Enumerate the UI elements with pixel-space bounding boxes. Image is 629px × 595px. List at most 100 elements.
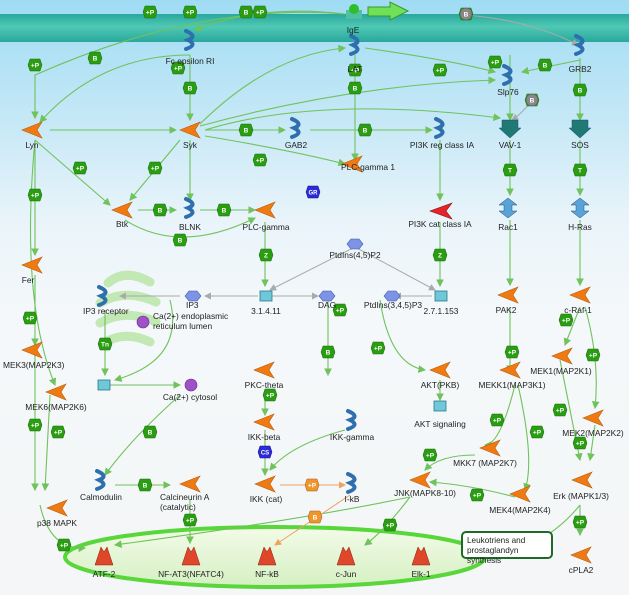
label-cjun: c-Jun (335, 569, 357, 579)
protein-h-ras[interactable] (570, 197, 590, 219)
label-pkc-theta: PKC-theta (244, 380, 284, 390)
svg-text:Z: Z (438, 253, 442, 260)
enzyme-3-1-4-11[interactable] (259, 290, 273, 302)
ca-channel[interactable] (97, 379, 111, 391)
edge-badge-transformation: T (572, 163, 588, 177)
protein-jnk[interactable] (409, 471, 431, 489)
protein-plc-gamma1[interactable] (341, 155, 363, 173)
svg-text:+P: +P (31, 193, 40, 200)
tf-nfkb[interactable] (257, 546, 277, 566)
leukotriene-synthesis-box[interactable]: Leukotriens and prostaglandyn synthesis (461, 531, 553, 565)
protein-pkc-theta[interactable] (253, 361, 275, 379)
protein-akt[interactable] (429, 361, 451, 379)
label-grb2: GRB2 (568, 64, 592, 74)
svg-text:B: B (464, 12, 469, 19)
protein-p38[interactable] (46, 499, 68, 517)
edge-syk-slp76 (199, 76, 497, 127)
tf-nfat3[interactable] (181, 546, 201, 566)
edge-badge-gr: GR (305, 185, 321, 199)
protein-gab2[interactable] (289, 117, 301, 139)
protein-vav1[interactable] (498, 119, 522, 139)
edge-pip2-enz2 (354, 246, 436, 291)
svg-text:+P: +P (186, 10, 195, 17)
protein-mekk1[interactable] (499, 361, 521, 379)
edge-syk-plc1 (204, 135, 347, 167)
label-ikk-beta: IKK-beta (247, 432, 281, 442)
edge-lyn-mek6 (29, 139, 57, 387)
protein-c-raf1[interactable] (569, 286, 591, 304)
metabolite-ca-er[interactable] (136, 315, 150, 329)
protein-calmodulin[interactable] (94, 469, 106, 491)
protein-lat[interactable] (348, 34, 360, 56)
protein-lyn[interactable] (21, 121, 43, 139)
metabolite-ptdins45p2[interactable] (346, 238, 364, 250)
akt-signaling[interactable] (433, 400, 447, 412)
label-lat: LAT (347, 64, 363, 74)
label-pak2: PAK2 (495, 305, 517, 315)
edge-badge-transport: Tn (97, 337, 113, 351)
protein-cpla2[interactable] (570, 546, 592, 564)
label-mkk7: MKK7 (MAP2K7) (453, 458, 517, 468)
svg-text:+P: +P (308, 483, 317, 490)
protein-mek2[interactable] (582, 409, 604, 427)
tf-cjun[interactable] (336, 546, 356, 566)
edge-badge-binding: B (572, 83, 588, 97)
edge-badge-phosphorylation: +P (170, 61, 186, 75)
metabolite-ptdins345p3[interactable] (383, 290, 401, 302)
protein-ikk-beta[interactable] (253, 413, 275, 431)
edge-mkk7-jnk (424, 454, 476, 471)
protein-mek4[interactable] (509, 485, 531, 503)
svg-text:+P: +P (256, 10, 265, 17)
metabolite-ca-cytosol[interactable] (184, 378, 198, 392)
label-rac1: Rac1 (498, 222, 518, 232)
protein-pi3k-cat[interactable] (429, 202, 453, 220)
svg-text:+P: +P (562, 318, 571, 325)
protein-calcineurin[interactable] (179, 475, 201, 493)
protein-rac1[interactable] (498, 197, 518, 219)
protein-blnk[interactable] (183, 197, 195, 219)
metabolite-dag[interactable] (318, 290, 336, 302)
svg-text:Z: Z (264, 253, 268, 260)
label-akt-signaling: AKT signaling (414, 419, 466, 429)
svg-text:+P: +P (31, 63, 40, 70)
enzyme-2-7-1-153[interactable] (434, 290, 448, 302)
protein-ikk-gamma[interactable] (345, 409, 357, 431)
svg-text:B: B (158, 208, 163, 215)
svg-text:+P: +P (374, 346, 383, 353)
protein-ikk-cat[interactable] (254, 475, 276, 493)
protein-syk[interactable] (179, 121, 201, 139)
edge-er-channel (113, 299, 174, 382)
label-ikk-cat: IKK (cat) (249, 494, 283, 504)
protein-mek1[interactable] (551, 347, 573, 365)
tf-elk1[interactable] (411, 546, 431, 566)
protein-sos[interactable] (568, 119, 592, 139)
tf-atf2[interactable] (94, 546, 114, 566)
edge-badge-phosphorylation: +P (422, 448, 438, 462)
protein-slp76[interactable] (501, 64, 513, 86)
protein-erk[interactable] (571, 471, 593, 489)
protein-ip3-receptor[interactable] (96, 285, 108, 307)
protein-mek3[interactable] (21, 341, 43, 359)
protein-mkk7[interactable] (479, 439, 501, 457)
svg-text:B: B (222, 208, 227, 215)
label-c-raf1: c-Raf-1 (564, 305, 592, 315)
label-slp76: Slp76 (497, 87, 519, 97)
svg-text:B: B (313, 515, 318, 522)
protein-pi3k-reg[interactable] (433, 117, 445, 139)
edge-badge-catalysis: Z (258, 248, 274, 262)
svg-text:+P: +P (266, 393, 275, 400)
protein-grb2[interactable] (573, 34, 585, 56)
metabolite-ip3[interactable] (184, 290, 202, 302)
protein-pak2[interactable] (497, 286, 519, 304)
edge-syk-lat (199, 44, 347, 125)
protein-plc-gamma[interactable] (254, 201, 276, 219)
protein-ikb[interactable] (345, 472, 357, 494)
protein-mek6[interactable] (45, 383, 67, 401)
protein-btk[interactable] (111, 201, 133, 219)
edge-badge-phosphorylation: +P (27, 58, 43, 72)
edge-badge-binding: B (172, 233, 188, 247)
svg-text:B: B (543, 63, 548, 70)
protein-fer[interactable] (21, 256, 43, 274)
ligand-arrow (367, 1, 410, 21)
protein-fc-epsilon-ri[interactable] (183, 29, 195, 51)
